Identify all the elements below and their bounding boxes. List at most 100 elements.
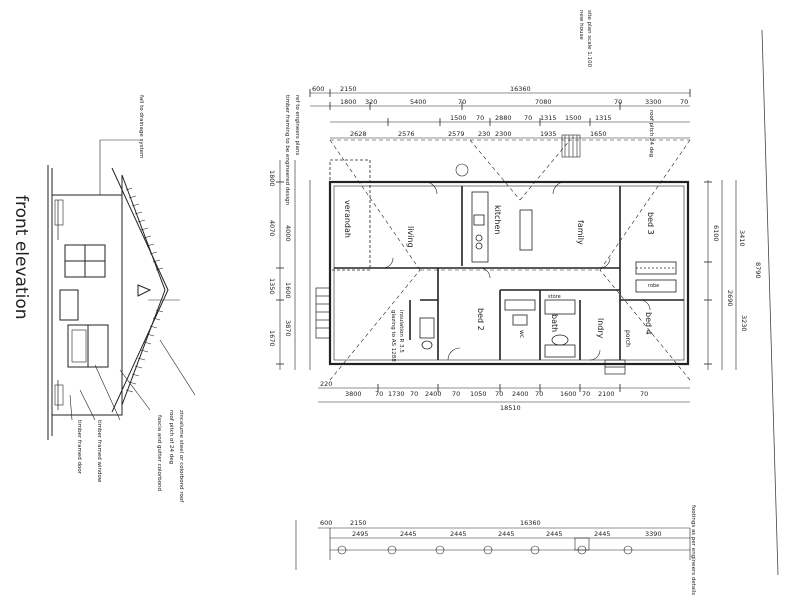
dim-top3-a: 2628 xyxy=(350,130,367,138)
floor-plan xyxy=(315,134,691,381)
dim-bot1-l: 1600 xyxy=(560,390,577,398)
elevation-note-4: timber framed door xyxy=(76,420,82,475)
elevation-roof xyxy=(121,174,166,406)
dim-left-b: 4070 xyxy=(268,220,276,237)
footing-dim-texts: 600 2150 16360 2495 2445 2445 2445 2445 … xyxy=(320,519,662,538)
dim-top3-b: 2576 xyxy=(398,130,415,138)
dim-bot1-d: 1730 xyxy=(388,390,405,398)
dim-top3-d: 230 xyxy=(478,130,490,138)
elevation-door xyxy=(59,289,79,321)
dim-right-a: 3410 xyxy=(738,230,746,247)
note-right-1: new house xyxy=(578,10,584,40)
elevation-title: front elevation xyxy=(11,195,31,320)
sheet-edge xyxy=(761,29,779,576)
dim-top4-c: 2880 xyxy=(495,114,512,122)
annotation-2: ref to engineers plans xyxy=(294,95,300,155)
elevation-notes: zincalume steel or colorbond roof roof p… xyxy=(76,95,184,503)
annotation-1: timber framing to be engineered design xyxy=(284,95,290,206)
dim-bottom-total: 18510 xyxy=(500,404,521,412)
dim-top2-f: 70 xyxy=(614,98,622,106)
dim-bot1-k: 70 xyxy=(535,390,543,398)
dim-right-total: 8790 xyxy=(754,262,762,279)
dim-bot1-m: 70 xyxy=(582,390,590,398)
dim-left2-b: 1600 xyxy=(284,282,292,299)
footing-dim-5: 2445 xyxy=(546,530,563,538)
room-robe: robe xyxy=(648,283,659,289)
room-bed2: bed 2 xyxy=(476,308,485,331)
dim-top3-g: 1650 xyxy=(590,130,607,138)
dim-right-d: 3230 xyxy=(740,315,748,332)
dim-bot1-h: 1050 xyxy=(470,390,487,398)
dim-bot1-f: 2400 xyxy=(425,390,442,398)
bottom-right-note: footings as per engineers details xyxy=(690,505,696,595)
elevation-note-6: fall to drainage system xyxy=(138,95,144,158)
elevation-note-3: timber framed window xyxy=(96,420,102,483)
dim-top4-b: 70 xyxy=(476,114,484,122)
plan-annotations: timber framing to be engineered design r… xyxy=(284,10,696,595)
elevation-note-1: zincalume steel or colorbond roof xyxy=(178,410,184,503)
front-elevation xyxy=(47,139,196,440)
room-bath: bath xyxy=(550,314,559,332)
outer-walls xyxy=(328,180,690,366)
dim-top2-e: 7080 xyxy=(535,98,552,106)
dim-top2-h: 70 xyxy=(680,98,688,106)
room-verandah: verandah xyxy=(343,200,352,238)
footing-dim-top-c: 16360 xyxy=(520,519,541,527)
note-right-3: roof pitch 24 deg xyxy=(648,110,654,157)
dim-top2-g: 3300 xyxy=(645,98,662,106)
room-living: living xyxy=(406,226,415,248)
footing-dim-top-a: 600 xyxy=(320,519,332,527)
footing-dim-2: 2445 xyxy=(400,530,417,538)
dim-top1-b: 2150 xyxy=(340,85,357,93)
dim-bot1-n: 2100 xyxy=(598,390,615,398)
footing-dim-4: 2445 xyxy=(498,530,515,538)
dim-top2-c: 5400 xyxy=(410,98,427,106)
dim-left-c: 1350 xyxy=(268,278,276,295)
dim-bot1-b: 3800 xyxy=(345,390,362,398)
dim-top4-g: 1315 xyxy=(595,114,612,122)
room-bed3: bed 3 xyxy=(646,212,655,235)
elevation-note-5: fascia and gutter colorbond xyxy=(156,415,162,491)
dim-left2-a: 4000 xyxy=(284,225,292,242)
note-right-2: site plan scale 1:100 xyxy=(586,10,592,68)
dim-left-a: 1800 xyxy=(268,170,276,187)
room-labels: verandah living kitchen family bed 2 bed… xyxy=(343,200,659,347)
dim-bot1-c: 70 xyxy=(375,390,383,398)
footing-plan xyxy=(295,520,691,570)
dim-top2-a: 1800 xyxy=(340,98,357,106)
dim-bot1-o: 70 xyxy=(640,390,648,398)
elevation-note-2: roof pitch of 24 deg xyxy=(168,410,174,464)
dim-top2-b: 320 xyxy=(365,98,377,106)
dimension-texts: 600 2150 16360 1800 320 5400 70 7080 70 … xyxy=(268,85,762,412)
room-porch: porch xyxy=(624,330,631,347)
dim-top3-e: 2300 xyxy=(495,130,512,138)
dim-left2-c: 3870 xyxy=(284,320,292,337)
dim-top4-e: 1315 xyxy=(540,114,557,122)
room-family: family xyxy=(576,220,585,245)
room-bed4: bed 4 xyxy=(644,312,653,335)
dim-top3-c: 2579 xyxy=(448,130,465,138)
dim-top1-a: 600 xyxy=(312,85,324,93)
dim-top4-a: 1500 xyxy=(450,114,467,122)
dim-top4-d: 70 xyxy=(524,114,532,122)
room-lndry: lndry xyxy=(596,318,605,339)
dim-left-d: 1670 xyxy=(268,330,276,347)
dim-bot1-a: 220 xyxy=(320,380,332,388)
room-wc: wc xyxy=(518,330,525,338)
dim-bot1-g: 70 xyxy=(452,390,460,398)
footing-dim-1: 2495 xyxy=(352,530,369,538)
dim-top3-f: 1935 xyxy=(540,130,557,138)
dimension-lines xyxy=(276,89,737,403)
dim-bot1-i: 70 xyxy=(495,390,503,398)
dim-top4-f: 1500 xyxy=(565,114,582,122)
annotation-3: glazing to AS 1288 xyxy=(390,310,396,362)
dim-right-b: 6100 xyxy=(712,225,720,242)
dim-top1-c: 16360 xyxy=(510,85,531,93)
footing-dim-6: 2445 xyxy=(594,530,611,538)
dim-bot1-e: 70 xyxy=(410,390,418,398)
elevation-wall xyxy=(51,194,123,416)
annotation-4: insulation R 3.5 xyxy=(398,310,404,353)
dim-bot1-j: 2400 xyxy=(512,390,529,398)
room-kitchen: kitchen xyxy=(493,205,502,234)
